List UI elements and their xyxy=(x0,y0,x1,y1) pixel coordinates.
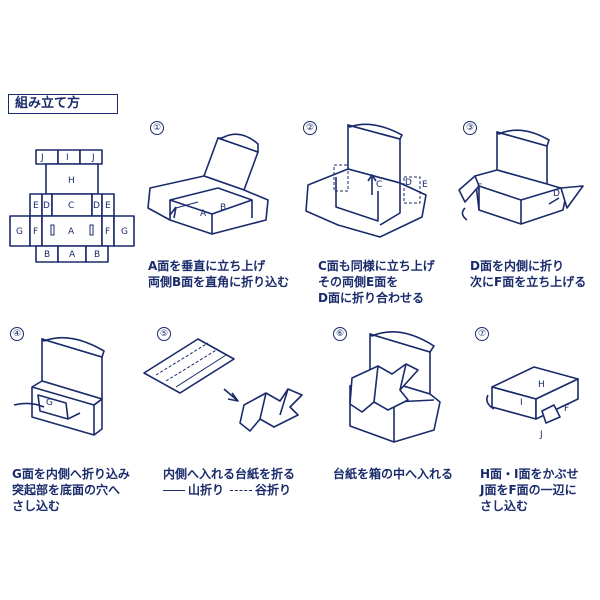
assembly-title: 組み立て方 xyxy=(8,94,118,114)
caption-line: さし込む xyxy=(480,499,529,513)
step-number: ① xyxy=(150,121,164,135)
step-4-caption: G面を内側へ折り込み 突起部を底面の穴へ さし込む xyxy=(12,466,130,514)
step-2-label-c: C xyxy=(376,180,382,190)
net-label: J xyxy=(40,153,44,163)
net-label: F xyxy=(105,227,110,237)
net-label: D xyxy=(43,201,50,211)
box-net-diagram: J I J H E D C D E G F A F G B A B xyxy=(9,149,135,263)
step-7-label-i: I xyxy=(520,398,523,408)
step-number: ⑦ xyxy=(475,327,489,341)
step-3-label-d: D xyxy=(553,189,560,199)
step-1-caption: A面を垂直に立ち上げ 両側B面を直角に折り込む xyxy=(148,258,289,290)
net-label: I xyxy=(66,153,69,163)
caption-line: 次にF面を立ち上げる xyxy=(470,275,587,289)
step-number: ④ xyxy=(10,327,24,341)
caption-line: A面を垂直に立ち上げ xyxy=(148,259,266,273)
step-5-diagram xyxy=(143,338,303,432)
net-label: C xyxy=(68,201,74,211)
step-2-label-e: E xyxy=(422,180,428,190)
net-label: J xyxy=(91,153,95,163)
step-number: ② xyxy=(303,121,317,135)
step-3-diagram: D F xyxy=(458,129,584,225)
step-1-diagram: A B xyxy=(147,133,269,235)
net-label: E xyxy=(33,201,39,211)
caption-line: 突起部を底面の穴へ xyxy=(12,483,121,497)
step-3-caption: D面を内側に折り 次にF面を立ち上げる xyxy=(470,258,586,290)
caption-line: さし込む xyxy=(12,499,61,513)
step-number: ⑥ xyxy=(333,327,347,341)
net-label: B xyxy=(44,250,50,260)
caption-line: D面を内側に折り xyxy=(470,259,564,273)
step-6-caption: 台紙を箱の中へ入れる xyxy=(333,466,453,482)
step-7-caption: H面・I面をかぶせ J面をF面の一辺に さし込む xyxy=(480,466,579,514)
step-4-label-g: G xyxy=(46,398,53,408)
step-1-label-a: A xyxy=(200,209,207,219)
step-4-diagram: G xyxy=(13,336,105,436)
caption-line: C面も同様に立ち上げ xyxy=(318,259,435,273)
step-6-diagram xyxy=(349,330,441,443)
caption-line: H面・I面をかぶせ xyxy=(480,467,579,481)
step-1-label-b: B xyxy=(220,203,226,213)
net-label: G xyxy=(16,227,23,237)
caption-line: G面を内側へ折り込み xyxy=(12,467,130,481)
caption-line: その両側E面を xyxy=(318,275,399,289)
step-7-label-j: J xyxy=(539,430,543,440)
step-2-caption: C面も同様に立ち上げ その両側E面を D面に折り合わせる xyxy=(318,258,435,306)
step-5-caption: 内側へ入れる台紙を折る 山折り 谷折り xyxy=(163,466,295,498)
net-label: G xyxy=(121,227,128,237)
step-2-diagram: C D E xyxy=(305,123,428,238)
net-label: A xyxy=(69,250,76,260)
step-3-label-f: F xyxy=(477,183,482,193)
fold-legend: 山折り 谷折り xyxy=(163,482,295,498)
net-label: E xyxy=(105,201,111,211)
step-number: ③ xyxy=(463,121,477,135)
caption-line: 台紙を箱の中へ入れる xyxy=(333,467,454,481)
step-7-label-f: F xyxy=(564,404,569,414)
caption-line: 両側B面を直角に折り込む xyxy=(148,275,290,289)
net-label: A xyxy=(68,227,75,237)
step-number: ⑤ xyxy=(157,327,171,341)
net-label: H xyxy=(68,176,75,186)
net-label: B xyxy=(94,250,100,260)
mountain-fold-label: 山折り xyxy=(188,483,225,497)
step-2-label-d: D xyxy=(405,178,412,188)
caption-line: 内側へ入れる台紙を折る xyxy=(163,467,296,481)
step-7-label-h: H xyxy=(538,380,545,390)
valley-fold-label: 谷折り xyxy=(255,483,292,497)
caption-line: J面をF面の一辺に xyxy=(480,483,577,497)
net-label: D xyxy=(93,201,100,211)
caption-line: D面に折り合わせる xyxy=(318,291,424,305)
step-7-diagram: H I F J xyxy=(486,366,579,440)
net-label: F xyxy=(33,227,38,237)
